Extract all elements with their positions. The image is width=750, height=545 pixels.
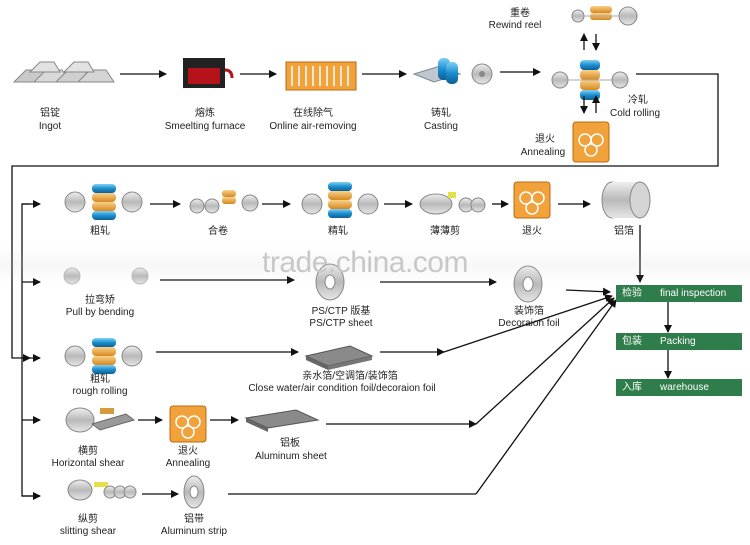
aluminum-sheet-label-en: Aluminum sheet <box>255 451 327 462</box>
aluminum-strip-label-en: Aluminum strip <box>160 526 228 537</box>
row2-arrows <box>21 200 644 500</box>
horizontal-shear-label-en: Horizontal shear <box>51 458 125 469</box>
row4-arrows <box>156 294 613 356</box>
close-water-foil-sheet-icon <box>304 345 374 370</box>
finish-rolling-label-cn: 精轧 <box>328 226 348 237</box>
ingot-icon <box>12 61 115 83</box>
rewind-label-en: Rewind reel <box>488 20 542 31</box>
rough-rolling-row2-label-cn: 粗轧 <box>90 226 110 237</box>
decoration-foil-coil-icon <box>513 265 543 303</box>
annealing-top-label-en: Annealing <box>520 147 566 158</box>
rewind-reel-icon <box>571 6 638 26</box>
casting-label-cn: 铸轧 <box>431 108 451 119</box>
decoration-foil-label-en: Decoraion foil <box>498 318 560 329</box>
ingot-label-en: Ingot <box>38 121 62 132</box>
annealing-row5-label-cn: 退火 <box>178 446 198 457</box>
smelting-furnace-icon <box>183 58 234 88</box>
annealing-top-label-cn: 退火 <box>535 134 555 145</box>
aluminum-sheet-label-cn: 铝板 <box>280 438 300 449</box>
cold-rolling-icon <box>551 60 629 100</box>
aluminum-foil-roll-icon <box>601 181 651 219</box>
rewind-label-cn: 重卷 <box>510 8 530 19</box>
close-water-foil-label-cn: 亲水箔/空调箔/装饰箔 <box>302 371 398 382</box>
row5-arrows <box>138 297 615 428</box>
combine-roll-label-cn: 合卷 <box>208 226 228 237</box>
aluminum-strip-label-cn: 铝带 <box>184 514 204 525</box>
cold-rolling-label-cn: 冷轧 <box>628 95 648 106</box>
slitting-shear-icon <box>67 479 137 501</box>
aluminum-strip-icon <box>183 475 205 509</box>
pull-bending-icon <box>63 267 149 285</box>
rough-rolling-icon-row2 <box>64 184 143 220</box>
close-water-foil-label-en: Close water/air condition foil/decoraion… <box>248 383 436 394</box>
annealing-furnace-icon-row2 <box>513 181 551 219</box>
horizontal-shear-label-cn: 横剪 <box>78 446 98 457</box>
aluminum-sheet-icon <box>244 409 320 432</box>
rough-rolling-row4-label-en: rough rolling <box>72 386 128 397</box>
packing-cn: 包装 <box>622 336 642 347</box>
final-inspection-cn: 检验 <box>622 288 642 299</box>
air-removing-icon <box>285 61 357 91</box>
slitting-shear-label-cn: 纵剪 <box>78 514 98 525</box>
ps-ctp-coil-icon <box>315 263 345 301</box>
ps-ctp-label-en: PS/CTP sheet <box>309 318 373 329</box>
warehouse-en: warehouse <box>660 382 709 393</box>
thin-shear-icon <box>419 192 486 215</box>
pull-bending-label-cn: 拉弯矫 <box>85 295 115 306</box>
rough-rolling-row4-label-cn: 粗轧 <box>90 374 110 385</box>
thin-shear-label-cn: 薄薄剪 <box>430 226 460 237</box>
watermark-text: trade.china.com <box>262 246 468 279</box>
watermark-band <box>0 245 750 285</box>
smelting-label-en: Smeelting furnace <box>164 121 246 132</box>
ps-ctp-label-cn: PS/CTP 版基 <box>311 306 371 317</box>
warehouse-cn: 入库 <box>622 382 642 393</box>
packing-en: Packing <box>660 336 696 347</box>
row6-arrows <box>142 299 617 498</box>
annealing-furnace-icon-top <box>572 121 610 163</box>
row1-arrows <box>11 33 719 362</box>
finish-rolling-icon <box>301 182 379 218</box>
pull-bending-label-en: Pull by bending <box>65 307 135 318</box>
casting-label-en: Casting <box>424 121 458 132</box>
annealing-row2-label-cn: 退火 <box>522 226 542 237</box>
rough-rolling-icon-row4 <box>64 338 143 374</box>
smelting-label-cn: 熔炼 <box>195 108 215 119</box>
row3-arrows <box>160 276 611 296</box>
cold-rolling-label-en: Cold rolling <box>610 108 661 119</box>
decoration-foil-label-cn: 装饰箔 <box>514 306 544 317</box>
slitting-shear-label-en: slitting shear <box>59 526 117 537</box>
packing-box: 包装 Packing <box>616 333 742 350</box>
annealing-furnace-icon-row5 <box>169 405 207 443</box>
horizontal-shear-icon <box>65 407 136 433</box>
final-inspection-box: 检验 final inspection <box>616 285 742 302</box>
annealing-row5-label-en: Annealing <box>165 458 211 469</box>
casting-icon <box>412 58 493 85</box>
warehouse-box: 入库 warehouse <box>616 379 742 396</box>
ingot-label-cn: 铝锭 <box>40 108 60 119</box>
air-removing-label-cn: 在线除气 <box>293 108 333 119</box>
air-removing-label-en: Online air-removing <box>269 121 357 132</box>
aluminum-foil-label-cn: 铝箔 <box>614 226 634 237</box>
final-inspection-en: final inspection <box>660 288 727 299</box>
combine-roll-icon <box>189 190 259 214</box>
